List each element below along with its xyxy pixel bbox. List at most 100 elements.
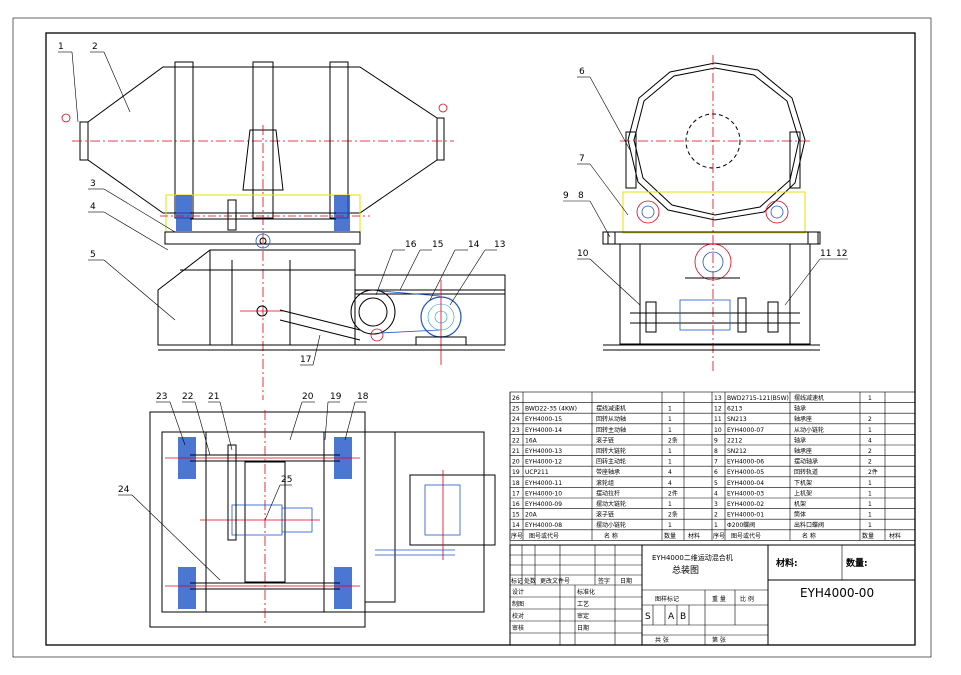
parts-header-code: 图号或代号 [529, 532, 559, 540]
parts-header-name: 名 称 [604, 532, 618, 540]
part-name: 机架 [794, 500, 806, 508]
part-code: EYH4000-09 [525, 501, 562, 508]
label-approve: 审定 [577, 612, 589, 620]
part-qty: 1 [668, 522, 672, 529]
label-date: 日期 [577, 624, 589, 632]
parts-header-mat: 材料 [889, 532, 901, 540]
part-code: EYH4000-08 [525, 522, 562, 529]
parts-header-mat: 材料 [688, 532, 700, 540]
part-code: 6213 [727, 406, 742, 413]
callout-18: 18 [357, 392, 369, 402]
part-qty: 2条 [668, 436, 678, 444]
stage-mark-a: A [668, 612, 675, 622]
label-draw: 制图 [512, 600, 524, 608]
part-no: 8 [714, 448, 718, 455]
part-code: EYH4000-07 [727, 427, 764, 434]
callout-19: 19 [330, 392, 342, 402]
part-qty: 2件 [668, 489, 678, 497]
part-name: 回转从动轴 [596, 415, 626, 423]
top-view [149, 410, 496, 628]
part-qty: 4 [868, 437, 872, 444]
part-no: 1 [714, 522, 718, 529]
part-qty: 1 [668, 501, 672, 508]
side-view [602, 55, 821, 372]
part-no: 26 [512, 395, 520, 402]
part-code: EYH4000-13 [525, 448, 562, 455]
callout-15: 15 [432, 240, 443, 250]
part-code: EYH4000-04 [727, 480, 764, 487]
callout-20: 20 [302, 392, 314, 402]
part-name: 从动小链轮 [794, 426, 824, 434]
drawing-title: 总装图 [672, 564, 699, 576]
part-name: 滚子链 [596, 436, 614, 444]
part-name: 下机架 [794, 479, 812, 487]
part-no: 11 [714, 416, 722, 423]
part-code: Φ200蝶阀 [727, 521, 755, 529]
label-check: 校对 [512, 612, 524, 620]
stage-label: 图样标记 [655, 595, 679, 603]
callout-14: 14 [468, 240, 480, 250]
callout-2: 2 [92, 42, 98, 52]
part-no: 20 [512, 459, 520, 466]
part-code: EYH4000-12 [525, 459, 562, 466]
part-name: 筒体 [794, 511, 806, 519]
part-no: 2 [714, 512, 718, 519]
part-no: 5 [714, 480, 718, 487]
part-qty: 1 [868, 480, 872, 487]
callout-4: 4 [90, 202, 96, 212]
rev-label-count: 处数 [524, 577, 536, 585]
part-no: 7 [714, 459, 718, 466]
part-qty: 1 [668, 406, 672, 413]
part-code: UCP211 [525, 469, 549, 476]
part-qty: 4 [668, 480, 672, 487]
part-code: 20A [525, 512, 538, 519]
part-name: 上机架 [794, 489, 812, 497]
part-qty: 2 [868, 416, 872, 423]
front-view [61, 61, 506, 400]
parts-header-no: 序号 [511, 532, 523, 540]
part-name: 回转主动轴 [596, 426, 626, 434]
callout-labels: 1 2 3 4 5 6 7 8 9 10 11 12 13 14 15 16 1… [58, 42, 847, 495]
part-no: 17 [512, 490, 520, 497]
part-name: 滚子链 [596, 511, 614, 519]
scale-label: 比 例 [740, 595, 754, 603]
part-name: 轴承座 [794, 415, 812, 423]
material-label: 材料: [775, 557, 798, 569]
part-code: EYH4000-02 [727, 501, 764, 508]
part-name: 摆线减速机 [596, 405, 626, 413]
callout-1: 1 [58, 42, 64, 52]
part-code: EYH4000-05 [727, 469, 764, 476]
callout-10: 10 [577, 249, 589, 259]
parts-header-no: 序号 [713, 532, 725, 540]
part-name: 摆动拉杆 [596, 489, 620, 497]
part-qty: 1 [668, 459, 672, 466]
callout-12: 12 [836, 249, 847, 259]
rev-label-sign: 签字 [598, 577, 610, 585]
part-qty: 1 [868, 395, 872, 402]
part-name: 回转主动轮 [596, 458, 626, 466]
sheet-total: 共 张 [655, 636, 669, 644]
part-no: 12 [714, 406, 722, 413]
rev-label-mark: 标记 [511, 577, 523, 585]
part-name: 摆线减速机 [794, 394, 824, 402]
part-name: 轴承座 [794, 447, 812, 455]
callout-3: 3 [90, 179, 96, 189]
callout-25: 25 [281, 475, 292, 485]
label-process: 工艺 [577, 600, 589, 608]
part-qty: 1 [868, 522, 872, 529]
part-qty: 2 [868, 459, 872, 466]
label-review: 审核 [512, 624, 524, 632]
rev-label-doc: 更改文件号 [540, 577, 570, 585]
product-name: EYH4000二维运动混合机 [652, 553, 733, 562]
part-name: 滚轮组 [596, 479, 614, 487]
part-no: 22 [512, 437, 520, 444]
weight-label: 重 量 [712, 595, 726, 603]
part-code: EYH4000-14 [525, 427, 562, 434]
parts-header-qty: 数量 [862, 532, 874, 540]
part-name: 摆动轴承 [794, 458, 818, 466]
rev-label-date: 日期 [620, 577, 632, 585]
part-qty: 2条 [668, 511, 678, 519]
part-no: 15 [512, 512, 520, 519]
part-no: 13 [714, 395, 722, 402]
